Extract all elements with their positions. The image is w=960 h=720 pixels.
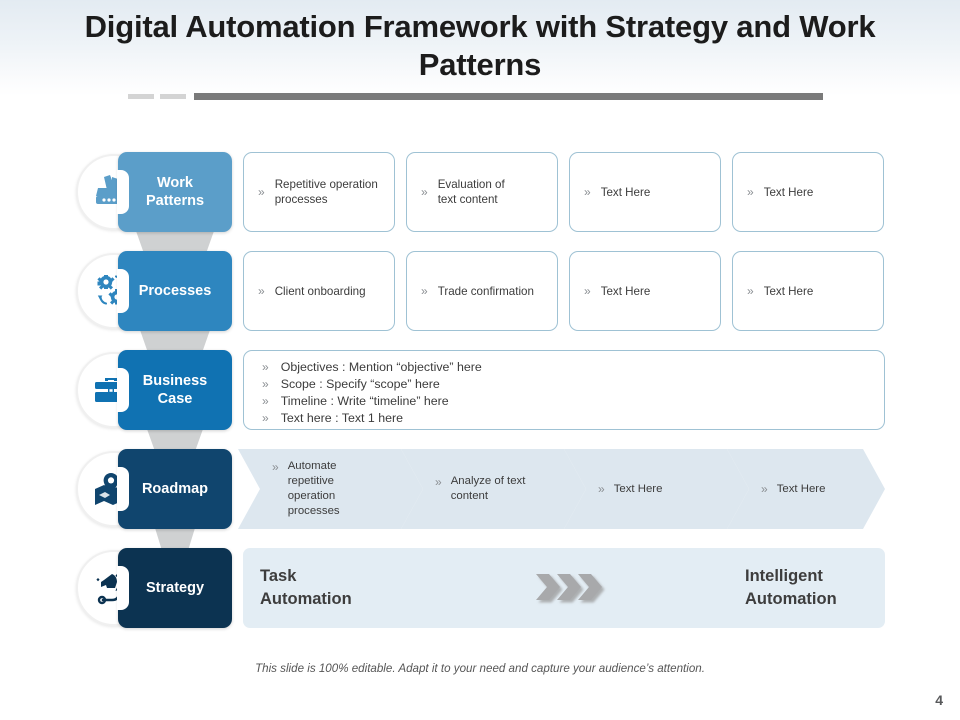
bullet-glyph: » <box>262 377 269 391</box>
bullet-glyph: » <box>747 284 754 298</box>
funnel-connector-2 <box>140 330 210 352</box>
list-item-text: Text here : Text 1 here <box>280 411 404 425</box>
card-text: Text Here <box>763 185 814 199</box>
list-item: » Text here : Text 1 here <box>262 410 884 427</box>
chevron-text: Automate repetitive operation processes <box>287 460 340 517</box>
card-processes-1[interactable]: » Client onboarding <box>243 251 395 331</box>
list-item: » Scope : Specify “scope” here <box>262 376 884 393</box>
card-processes-2[interactable]: » Trade confirmation <box>406 251 558 331</box>
list-item-text: Timeline : Write “timeline” here <box>280 394 449 408</box>
stage-label-processes[interactable]: Processes <box>117 251 232 331</box>
list-item: » Objectives : Mention “objective” here <box>262 359 884 376</box>
funnel-connector-3 <box>147 429 203 451</box>
title-rule <box>128 93 823 100</box>
card-processes-4[interactable]: » Text Here <box>732 251 884 331</box>
bullet-glyph: » <box>761 482 768 496</box>
stage-label-text: Processes <box>138 283 212 299</box>
stage-label-strategy[interactable]: Strategy <box>117 548 232 628</box>
chevron-roadmap-2[interactable]: » Analyze of text content <box>401 449 586 529</box>
list-item: » Timeline : Write “timeline” here <box>262 393 884 410</box>
bullet-glyph: » <box>435 475 442 489</box>
bullet-glyph: » <box>584 284 591 298</box>
card-work-patterns-4[interactable]: » Text Here <box>732 152 884 232</box>
chevron-roadmap-4[interactable]: » Text Here <box>727 449 885 529</box>
bullet-glyph: » <box>584 185 591 199</box>
list-item-text: Objectives : Mention “objective” here <box>280 360 482 374</box>
stage-label-text: Roadmap <box>141 481 209 497</box>
rule-dash-1 <box>128 94 154 99</box>
triple-chevron-right-icon <box>533 570 615 606</box>
bullet-glyph: » <box>262 411 269 425</box>
rule-dash-2 <box>160 94 186 99</box>
card-text: Text Here <box>600 185 651 199</box>
chevron-roadmap-1[interactable]: » Automate repetitive operation processe… <box>238 449 423 529</box>
stage-label-text: Strategy <box>145 580 205 596</box>
map-pin-icon <box>88 467 134 511</box>
bullet-glyph: » <box>262 360 269 374</box>
chevron-text: Text Here <box>776 482 826 495</box>
bullet-glyph: » <box>421 284 428 298</box>
page-number: 4 <box>935 692 943 708</box>
stage-label-roadmap[interactable]: Roadmap <box>117 449 232 529</box>
card-work-patterns-3[interactable]: » Text Here <box>569 152 721 232</box>
funnel-connector-4 <box>155 528 195 550</box>
bullet-glyph: » <box>272 460 279 474</box>
bullet-glyph: » <box>421 185 428 199</box>
list-item-text: Scope : Specify “scope” here <box>280 377 440 391</box>
bullet-glyph: » <box>262 394 269 408</box>
chevron-text: Text Here <box>613 482 663 495</box>
card-business-case-list[interactable]: » Objectives : Mention “objective” here … <box>243 350 885 430</box>
row-roadmap: Roadmap » Automate repetitive operation … <box>0 449 960 529</box>
rule-bar <box>194 93 823 100</box>
slide-header: Digital Automation Framework with Strate… <box>0 0 960 96</box>
card-text: Text Here <box>600 284 651 298</box>
chevron-text: Analyze of text content <box>450 475 526 502</box>
card-text: Text Here <box>763 284 814 298</box>
page-title: Digital Automation Framework with Strate… <box>84 9 876 82</box>
footer-note: This slide is 100% editable. Adapt it to… <box>255 662 705 675</box>
bullet-glyph: » <box>258 284 265 298</box>
card-text: Client onboarding <box>274 284 366 298</box>
bullet-glyph: » <box>747 185 754 199</box>
bullet-glyph: » <box>598 482 605 496</box>
card-text: Trade confirmation <box>437 284 534 298</box>
funnel-connector-1 <box>136 231 214 253</box>
chevron-roadmap-3[interactable]: » Text Here <box>564 449 749 529</box>
row-processes: Processes » Client onboarding » Trade co… <box>0 251 960 331</box>
bullet-glyph: » <box>258 185 265 199</box>
card-processes-3[interactable]: » Text Here <box>569 251 721 331</box>
